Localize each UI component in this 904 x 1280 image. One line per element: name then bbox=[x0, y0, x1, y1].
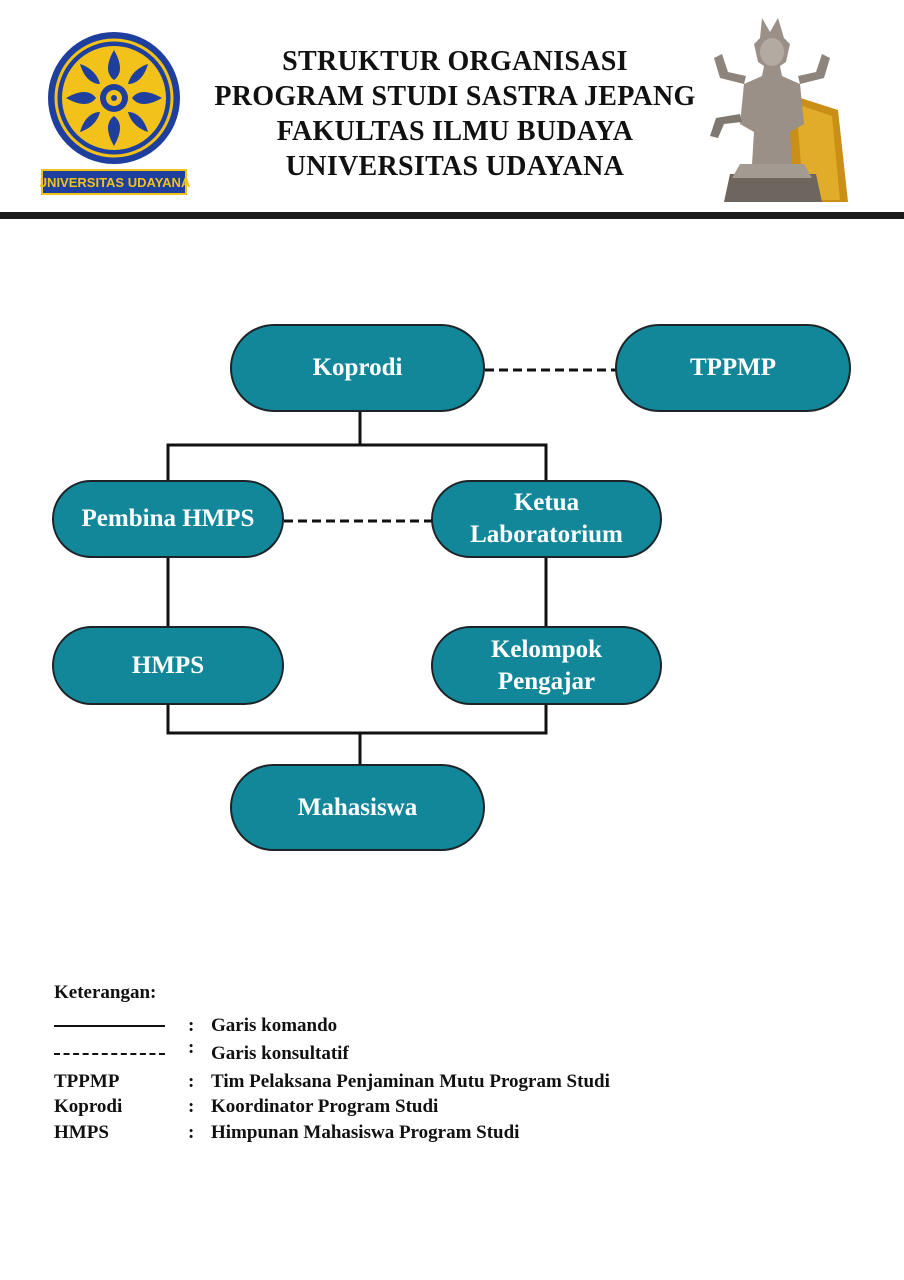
node-pembina-hmps-label: Pembina HMPS bbox=[81, 505, 255, 532]
node-kelompok-pengajar-label: Kelompok Pengajar bbox=[490, 635, 603, 695]
legend-separator: : bbox=[188, 1071, 195, 1092]
node-koprodi-label: Koprodi bbox=[312, 354, 403, 381]
svg-text:UNIVERSITAS UDAYANA: UNIVERSITAS UDAYANA bbox=[40, 175, 190, 190]
document-title: STRUKTUR ORGANISASI PROGRAM STUDI SASTRA… bbox=[190, 44, 720, 184]
node-hmps: HMPS bbox=[52, 626, 284, 705]
legend-key: Koprodi bbox=[54, 1096, 123, 1117]
legend-item-tppmp: TPPMP : Tim Pelaksana Penjaminan Mutu Pr… bbox=[54, 1071, 854, 1095]
solid-line-sample bbox=[54, 1025, 165, 1027]
node-mahasiswa-label: Mahasiswa bbox=[297, 793, 418, 821]
node-hmps-label: HMPS bbox=[131, 651, 205, 679]
node-koprodi: Koprodi bbox=[230, 324, 485, 412]
title-line-2: PROGRAM STUDI SASTRA JEPANG bbox=[214, 81, 696, 112]
legend-separator: : bbox=[188, 1096, 195, 1117]
node-kelompok-pengajar: Kelompok Pengajar bbox=[431, 626, 662, 705]
legend-separator: : bbox=[188, 1015, 195, 1036]
legend-desc: Himpunan Mahasiswa Program Studi bbox=[211, 1122, 520, 1143]
node-mahasiswa: Mahasiswa bbox=[230, 764, 485, 851]
title-line-1: STRUKTUR ORGANISASI bbox=[282, 46, 628, 77]
node-tppmp-label: TPPMP bbox=[689, 354, 777, 381]
legend-separator: : bbox=[188, 1122, 195, 1143]
node-pembina-hmps: Pembina HMPS bbox=[52, 480, 284, 558]
title-line-3: FAKULTAS ILMU BUDAYA bbox=[276, 116, 634, 147]
legend-desc: Tim Pelaksana Penjaminan Mutu Program St… bbox=[211, 1071, 610, 1092]
legend-desc: Garis komando bbox=[211, 1015, 338, 1036]
dashed-line-sample bbox=[54, 1053, 165, 1055]
title-line-4: UNIVERSITAS UDAYANA bbox=[285, 151, 625, 182]
node-ketua-laboratorium-label: Ketua Laboratorium bbox=[470, 489, 623, 548]
legend-desc: Koordinator Program Studi bbox=[211, 1096, 439, 1117]
legend-item-koprodi: Koprodi : Koordinator Program Studi bbox=[54, 1096, 854, 1120]
legend-item-hmps: HMPS : Himpunan Mahasiswa Program Studi bbox=[54, 1122, 854, 1146]
header-divider bbox=[0, 212, 904, 219]
legend-desc: Garis konsultatif bbox=[211, 1043, 349, 1064]
node-tppmp: TPPMP bbox=[615, 324, 851, 412]
node-ketua-laboratorium: Ketua Laboratorium bbox=[431, 480, 662, 558]
legend-item-garis-komando: : Garis komando bbox=[54, 1015, 854, 1039]
statue-image bbox=[710, 18, 848, 202]
page-header: UNIVERSITAS UDAYANA STRUKTUR ORGANISASI … bbox=[0, 0, 904, 220]
legend-key: TPPMP bbox=[54, 1071, 120, 1092]
legend-title: Keterangan: bbox=[54, 982, 157, 1003]
legend-separator: : bbox=[188, 1037, 195, 1058]
legend-item-garis-konsultatif: : Garis konsultatif bbox=[54, 1037, 854, 1067]
universitas-udayana-logo: UNIVERSITAS UDAYANA bbox=[40, 28, 190, 195]
legend-key: HMPS bbox=[54, 1122, 109, 1143]
